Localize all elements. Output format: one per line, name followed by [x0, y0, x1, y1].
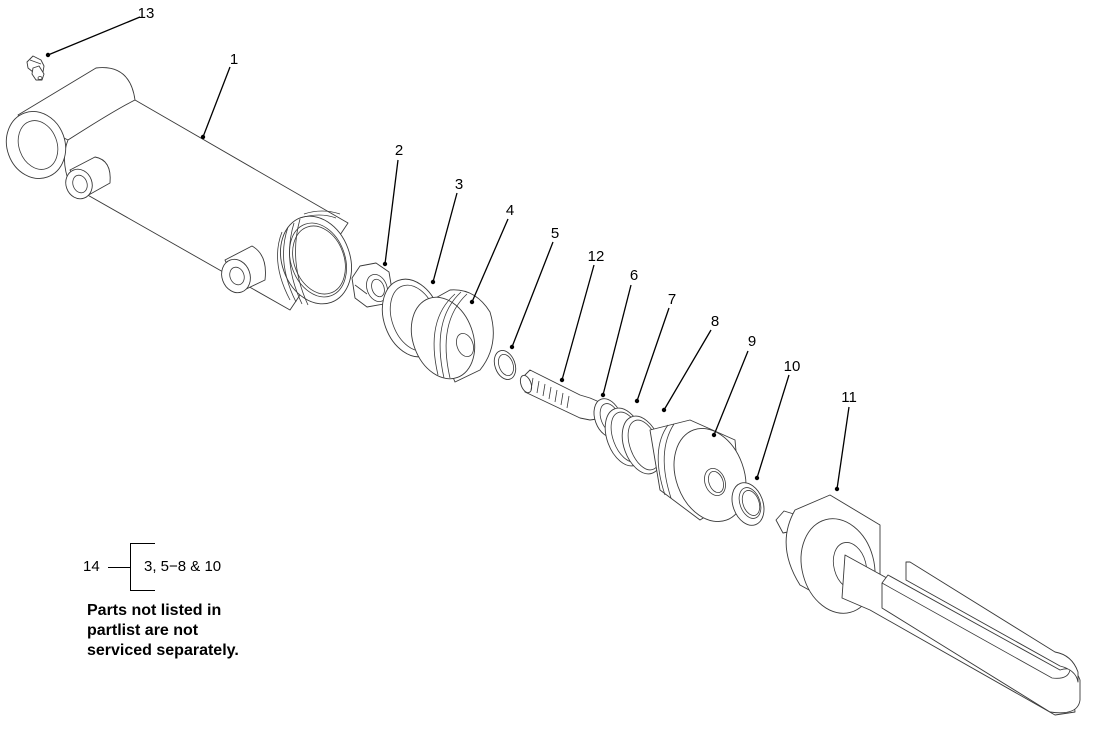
callout-1: 1 — [229, 51, 239, 68]
callout-3: 3 — [454, 176, 464, 193]
note-line-2: partlist are not — [87, 622, 199, 639]
part-4-gland — [410, 289, 494, 383]
note-line-3: serviced separately. — [87, 642, 239, 659]
part-5-o-ring — [493, 350, 517, 380]
part-11-rod-end — [775, 494, 1081, 716]
callout-12: 12 — [587, 248, 605, 265]
callout-7: 7 — [667, 291, 677, 308]
callout-10: 10 — [783, 358, 801, 375]
part-12-rod — [519, 369, 605, 421]
kit-bracket — [130, 543, 155, 591]
callout-8: 8 — [710, 313, 720, 330]
callout-6: 6 — [629, 267, 639, 284]
callout-5: 5 — [550, 225, 560, 242]
callout-11: 11 — [841, 389, 857, 406]
kit-items: 3, 5−8 & 10 — [144, 558, 222, 575]
kit-number: 14 — [83, 558, 100, 575]
part-9-piston — [649, 419, 747, 523]
callout-13: 13 — [137, 5, 155, 22]
callout-9: 9 — [747, 333, 757, 350]
callout-4: 4 — [505, 202, 515, 219]
callout-2: 2 — [394, 142, 404, 159]
note-line-1: Parts not listed in — [87, 602, 222, 619]
part-13-grease-fitting — [26, 55, 45, 81]
kit-leader — [108, 567, 130, 568]
part-1-cylinder-body — [5, 67, 352, 311]
part-2-hex-nut — [351, 262, 393, 308]
part-10-wiper — [731, 482, 765, 526]
service-note: Parts not listed in partlist are not ser… — [87, 601, 307, 661]
leader-lines — [45, 16, 850, 492]
